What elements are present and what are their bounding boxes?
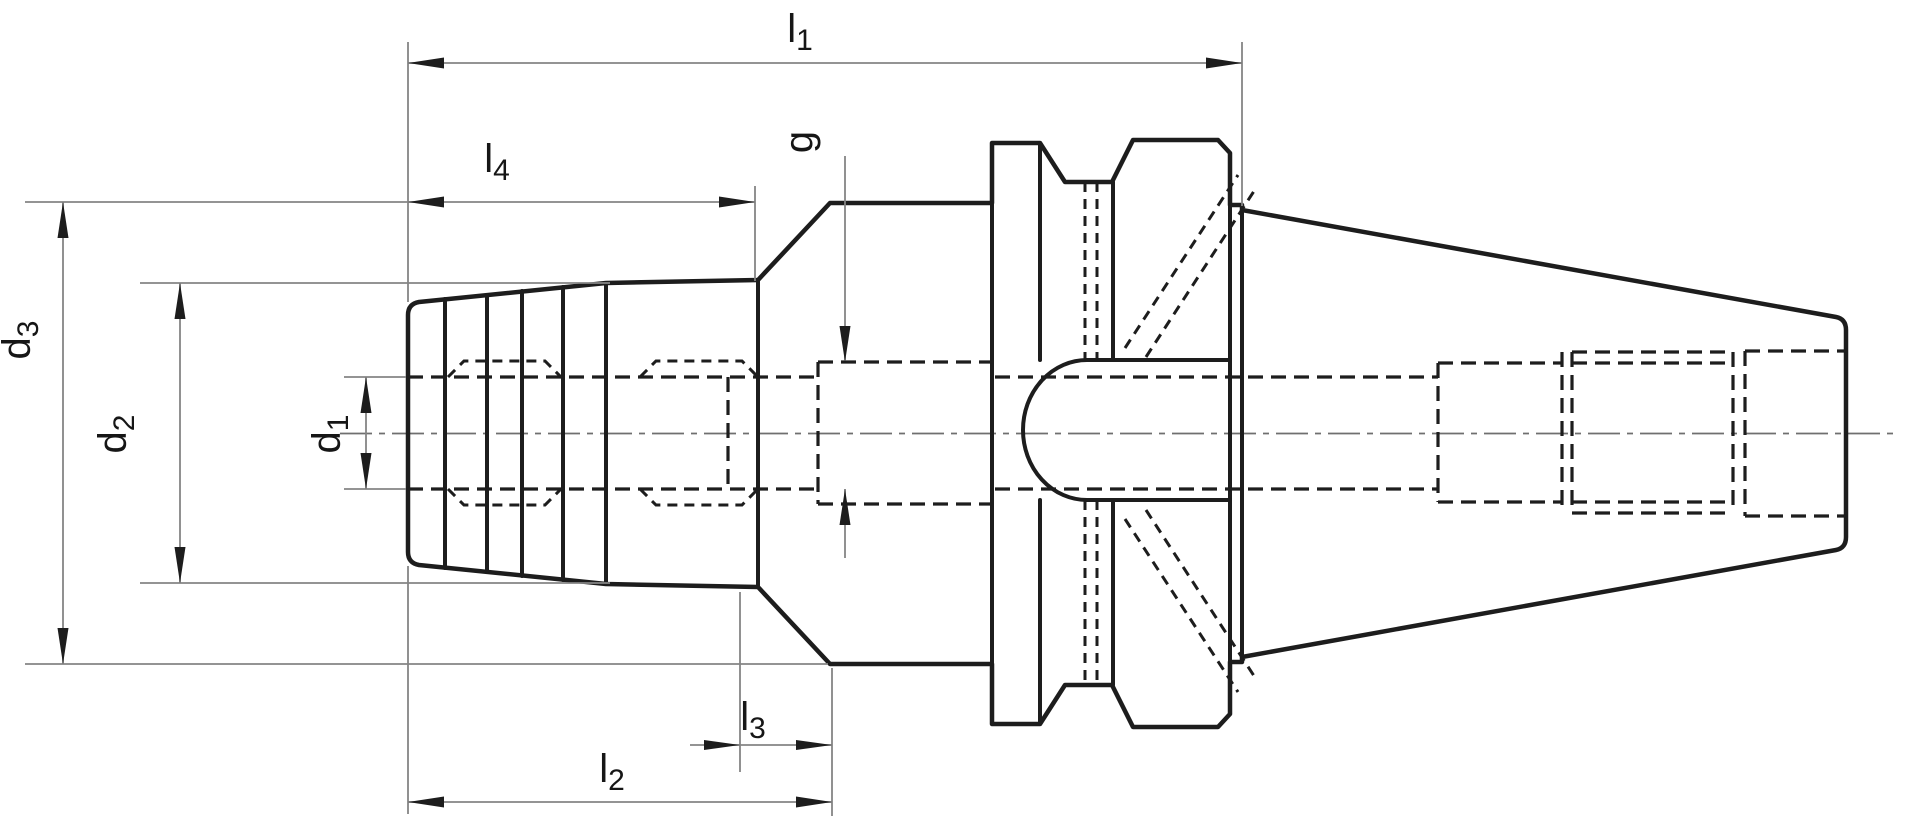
label-l3: l3 [740, 695, 766, 745]
arrow-l1-left [408, 57, 444, 69]
collet-seat-chamfer-hidden [446, 359, 760, 507]
dimension-labels: l1 l4 l2 l3 g d1 d2 d3 [0, 7, 821, 797]
label-d1: d1 [305, 415, 355, 454]
label-d2: d2 [91, 415, 141, 454]
collet-nut-grooves [443, 281, 608, 586]
label-l4: l4 [484, 137, 510, 187]
dimension-arrowheads [57, 57, 1242, 808]
arrow-l3-right [796, 740, 832, 750]
arrow-l2-right [796, 796, 832, 808]
arrow-l4-left [408, 196, 444, 208]
arrow-d3-top [57, 202, 69, 238]
arrow-g-bottom [839, 489, 851, 525]
flange-slot-hidden [1083, 174, 1258, 693]
arrow-l1-right [1206, 57, 1242, 69]
arrow-l3-left [704, 740, 740, 750]
arrow-d1-top [360, 377, 372, 413]
arrow-d3-bottom [57, 628, 69, 664]
dimension-lines [25, 42, 1243, 816]
flange-groove-edges [1038, 141, 1115, 726]
label-l2: l2 [599, 747, 625, 797]
label-d3: d3 [0, 321, 45, 360]
arrow-d2-top [174, 283, 186, 319]
label-l1: l1 [787, 7, 813, 57]
arrow-g-top [839, 326, 851, 362]
arrow-l4-right [719, 196, 755, 208]
arrow-d2-bottom [174, 547, 186, 583]
arrow-l2-left [408, 796, 444, 808]
pull-stud-bore-section [1021, 358, 1232, 502]
arrow-d1-bottom [360, 453, 372, 489]
label-g: g [777, 131, 821, 153]
